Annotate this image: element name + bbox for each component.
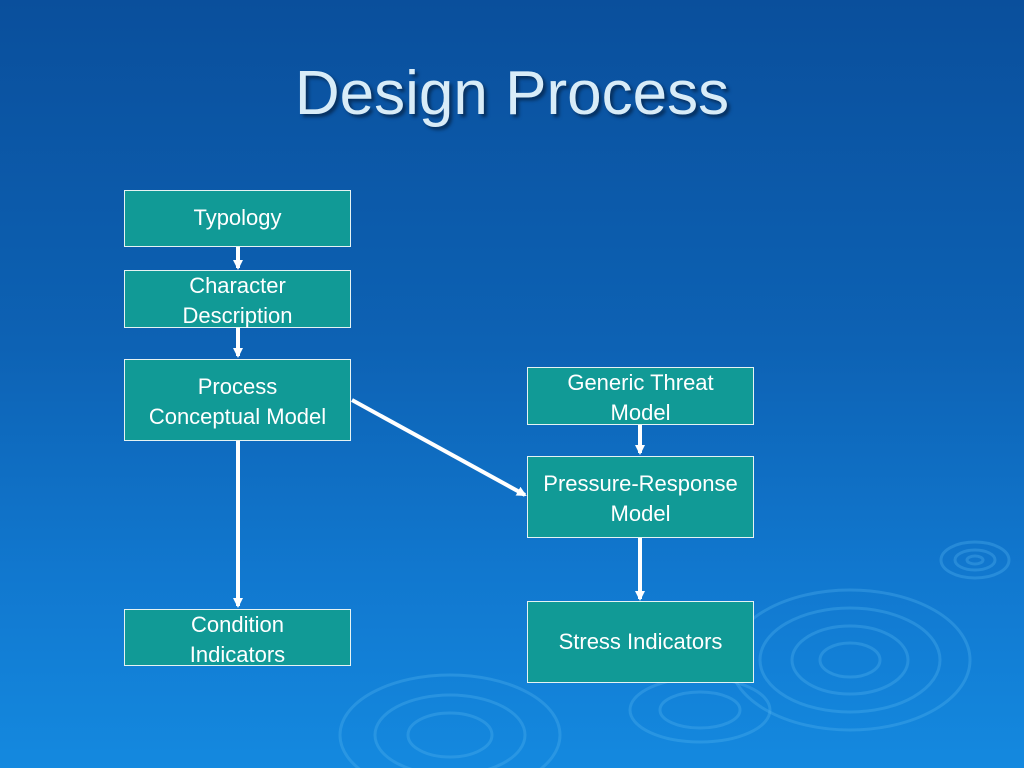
node-process-conceptual-model-label: Process Conceptual Model bbox=[148, 374, 327, 429]
node-condition-indicators-label: Condition Indicators bbox=[189, 612, 286, 667]
node-character-description-label: Character Description bbox=[182, 273, 293, 328]
node-process-conceptual-model: Process Conceptual Model bbox=[124, 359, 351, 441]
arrow-process-to-pressure bbox=[351, 398, 527, 497]
node-character-description: Character Description bbox=[124, 270, 351, 328]
node-generic-threat-model: Generic Threat Model bbox=[527, 367, 754, 425]
node-typology: Typology bbox=[124, 190, 351, 247]
node-pressure-response-model-label: Pressure-Response Model bbox=[543, 471, 738, 526]
node-typology-label: Typology bbox=[193, 205, 282, 230]
slide-title: Design Process bbox=[294, 59, 730, 128]
node-stress-indicators-label: Stress Indicators bbox=[558, 629, 723, 654]
node-condition-indicators: Condition Indicators bbox=[124, 609, 351, 667]
node-generic-threat-model-label: Generic Threat Model bbox=[567, 370, 714, 425]
node-stress-indicators: Stress Indicators bbox=[527, 601, 754, 683]
node-pressure-response-model: Pressure-Response Model bbox=[527, 456, 754, 538]
